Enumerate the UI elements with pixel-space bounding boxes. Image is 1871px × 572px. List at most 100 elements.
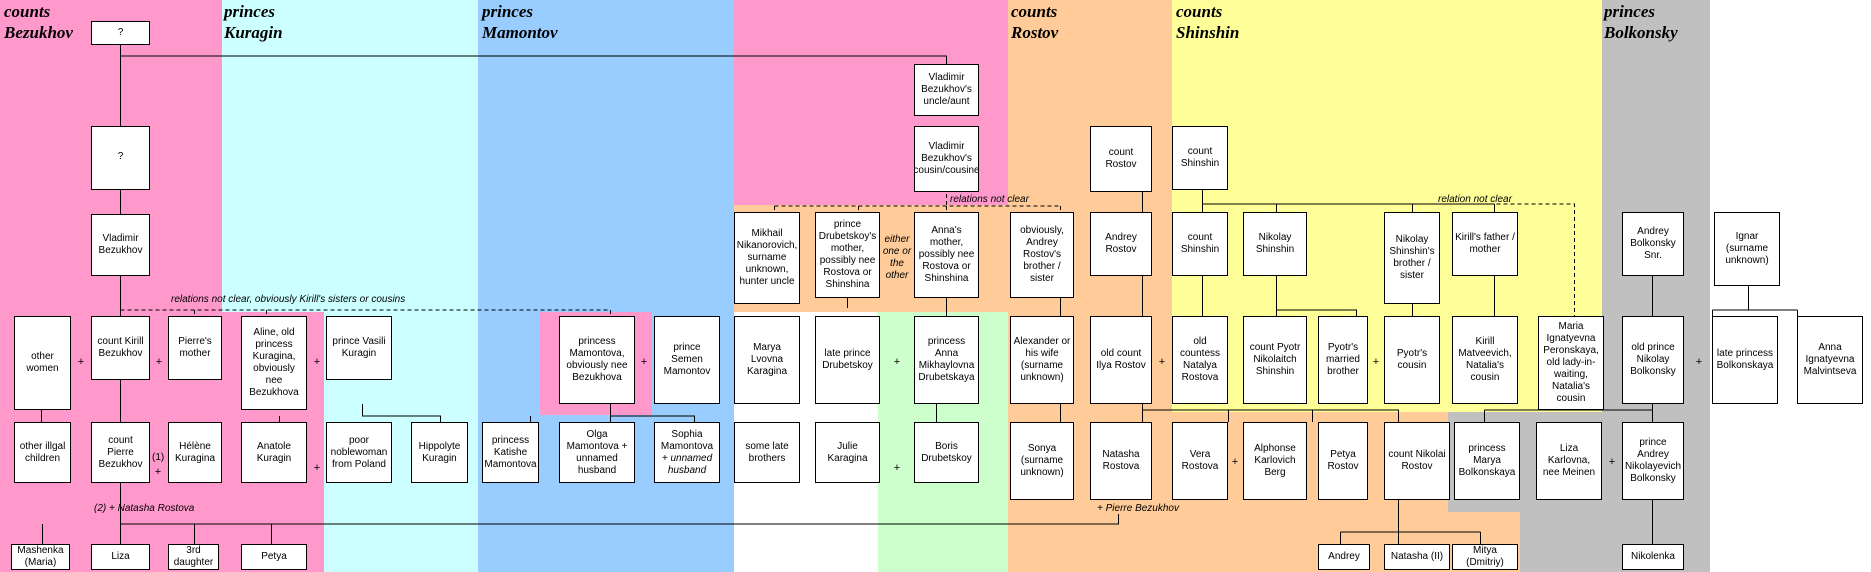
person-alexander: Alexander or his wife (surname unknown) [1010, 316, 1074, 404]
family-rank: princes [482, 2, 533, 21]
family-rank: princes [224, 2, 275, 21]
person-katishe-mamontova: princess Katishe Mamontova [482, 422, 539, 483]
family-name: Shinshin [1176, 23, 1240, 42]
plus-aline-vasili: + [313, 356, 321, 368]
person-julie-karagina: Julie Karagina [815, 422, 880, 483]
person-count-shinshin: count Shinshin [1172, 126, 1228, 190]
person-mashenka: Mashenka (Maria) [11, 544, 70, 570]
person-hippolyte-kuragin: Hippolyte Kuragin [411, 422, 468, 483]
person-pierre-bezukhov: count Pierre Bezukhov [91, 422, 150, 483]
person-old-nikolay-bolkonsky: old prince Nikolay Bolkonsky [1622, 316, 1684, 404]
person-andrey-rostov-sibling: obviously, Andrey Rostov's brother / sis… [1010, 212, 1074, 298]
person-natasha-ii: Natasha (II) [1384, 544, 1450, 570]
person-third-daughter: 3rd daughter [168, 544, 219, 570]
person-late-princess-bolkonskaya: late princess Bolkonskaya [1712, 316, 1778, 404]
person-natasha-rostova: Natasha Rostova [1090, 422, 1152, 500]
person-other-women: other women [14, 316, 71, 410]
person-kirill-matveevich: Kirill Matveevich, Natalia's cousin [1452, 316, 1518, 404]
family-rank: counts [1176, 2, 1223, 21]
person-petya-bezukhov: Petya [241, 544, 307, 570]
family-name: Kuragin [224, 23, 283, 42]
person-drubetskoy-mother: prince Drubetskoy's mother, possibly nee… [815, 212, 880, 298]
person-andrey-rostov: Andrey Rostov [1090, 212, 1152, 276]
person-ilya-rostov: old count Ilya Rostov [1090, 316, 1152, 404]
person-anna-drubetskaya: princess Anna Mikhaylovna Drubetskaya [914, 316, 979, 404]
person-anna-malvintseva: Anna Ignatyevna Malvintseva [1797, 316, 1863, 404]
label-kirill-relations: relations not clear, obviously Kirill's … [171, 294, 406, 305]
person-nikolay-shinshin-sibling: Nikolay Shinshin's brother / sister [1384, 212, 1440, 304]
person-sophia-mamontova: Sophia Mamontova+ unnamed husband [654, 422, 720, 483]
person-vasili-kuragin: prince Vasili Kuragin [326, 316, 392, 380]
plus-ilya-natalya: + [1158, 356, 1166, 368]
person-andrey-bolkonsky-snr: Andrey Bolkonsky Snr. [1622, 212, 1684, 276]
plus-other-women-kirill: + [77, 356, 85, 368]
family-rank: counts [4, 2, 51, 21]
person-aline-kuragina: Aline, old princess Kuragina, obviously … [241, 316, 307, 410]
person-boris-drubetskoy: Boris Drubetskoy [914, 422, 979, 483]
person-nikolay-shinshin: Nikolay Shinshin [1243, 212, 1307, 276]
person-marya-karagina: Marya Lvovna Karagina [734, 316, 800, 404]
person-polish-noblewoman: poor noblewoman from Poland [326, 422, 392, 483]
person-kirill-parent: Kirill's father / mother [1452, 212, 1518, 276]
label-natasha-pierre: + Pierre Bezukhov [1097, 503, 1179, 514]
label-pierre-first-marriage: (1) [152, 452, 165, 463]
person-count-shinshin-2: count Shinshin [1172, 212, 1228, 276]
person-nikolenka: Nikolenka [1622, 544, 1684, 570]
person-liza: Liza [91, 544, 150, 570]
person-some-late-brothers: some late brothers [734, 422, 800, 483]
person-semen-mamontov: prince Semen Mamontov [654, 316, 720, 404]
family-rank: princes [1604, 2, 1655, 21]
person-kirill-bezukhov: count Kirill Bezukhov [91, 316, 150, 380]
plus-julie-boris: + [893, 462, 901, 474]
person-nikolai-rostov: count Nikolai Rostov [1384, 422, 1450, 500]
plus-anatole-noblewoman: + [313, 462, 321, 474]
plus-liza-andrey: + [1608, 456, 1616, 468]
person-anna-mother: Anna's mother, possibly nee Rostova or S… [914, 212, 979, 298]
plus-late-drubetskoy-anna: + [893, 356, 901, 368]
label-central-relations: relations not clear [950, 194, 1029, 205]
person-pierres-mother: Pierre's mother [168, 316, 222, 380]
person-marya-bolkonskaya: princess Marya Bolkonskaya [1454, 422, 1520, 500]
region-bolkonsky-bottom [1520, 512, 1602, 572]
person-vladimir-bezukhov: Vladimir Bezukhov [91, 214, 150, 276]
label-shinshin-relations: relation not clear [1438, 194, 1512, 205]
family-name: Bolkonsky [1604, 23, 1678, 42]
person-maria-ignatyevna: Maria Ignatyevna Peronskaya, old lady-in… [1538, 316, 1604, 410]
person-liza-meinen: Liza Karlovna, nee Meinen [1536, 422, 1602, 500]
person-princess-mamontova: princess Mamontova, obviously nee Bezukh… [559, 316, 635, 404]
person-bezukhov-ancestor: ? [91, 126, 150, 190]
family-rank: counts [1011, 2, 1058, 21]
person-other-illegal-children: other illgal children [14, 422, 71, 483]
person-bezukhov-root: ? [91, 21, 150, 45]
plus-vera-alphonse: + [1231, 456, 1239, 468]
person-helene-kuragina: Hélène Kuragina [168, 422, 222, 483]
label-pierre-second-marriage: (2) + Natasha Rostova [94, 503, 195, 514]
person-pyotr-brother: Pyotr's married brother [1318, 316, 1368, 404]
person-name: Sophia Mamontova [660, 428, 714, 452]
person-alphonse-berg: Alphonse Karlovich Berg [1243, 422, 1307, 500]
label-either-or: either one or the other [882, 234, 912, 281]
person-mitya: Mitya (Dmitriy) [1452, 544, 1518, 570]
person-ignar: Ignar (surname unknown) [1714, 212, 1780, 286]
person-vladimir-cousin: Vladimir Bezukhov's cousin/cousine [914, 126, 979, 192]
person-vera-rostova: Vera Rostova [1172, 422, 1228, 500]
family-name: Bezukhov [4, 23, 73, 42]
person-sonya: Sonya (surname unknown) [1010, 422, 1074, 500]
plus-nikolay-late-princess: + [1695, 356, 1703, 368]
person-olga-mamontova: Olga Mamontova + unnamed husband [559, 422, 635, 483]
person-andrey-bolkonsky: prince Andrey Nikolayevich Bolkonsky [1622, 422, 1684, 500]
person-late-drubetskoy: late prince Drubetskoy [815, 316, 880, 404]
person-mikhail-nikanorovich: Mikhail Nikanorovich, surname unknown, h… [734, 212, 800, 304]
person-count-rostov: count Rostov [1090, 126, 1152, 192]
person-anatole-kuragin: Anatole Kuragin [241, 422, 307, 483]
person-pyotr-cousin: Pyotr's cousin [1384, 316, 1440, 404]
person-pyotr-shinshin: count Pyotr Nikolaitch Shinshin [1243, 316, 1307, 404]
person-vladimir-uncle-aunt: Vladimir Bezukhov's uncle/aunt [914, 64, 979, 116]
family-name: Mamontov [482, 23, 558, 42]
plus-mamontova-semen: + [640, 356, 648, 368]
